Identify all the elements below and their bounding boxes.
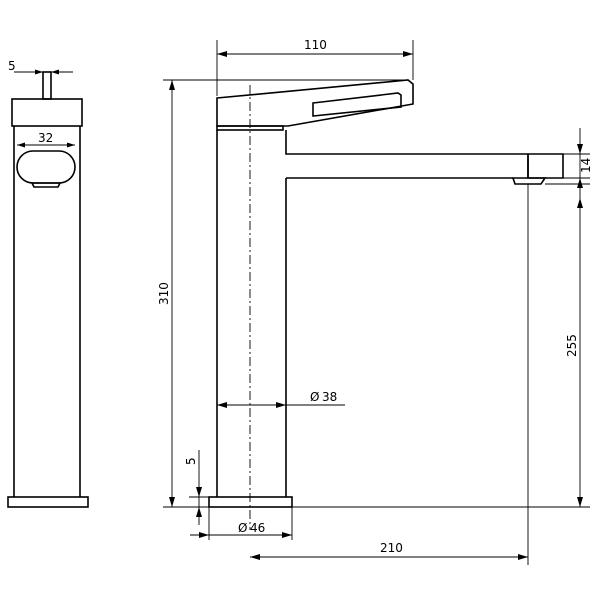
dim-base-diameter-label: 46 — [250, 521, 265, 535]
side-view: 5 32 — [7, 59, 89, 508]
side-lever-head — [11, 98, 83, 127]
dim-body-diameter-label: 38 — [322, 390, 337, 404]
dim-reach-110-label: 110 — [304, 38, 327, 52]
dim-handle-depth-label: 32 — [38, 131, 53, 145]
dim-total-height: 310 — [157, 79, 408, 508]
spout-aerator — [511, 177, 547, 185]
side-handle-lip — [30, 182, 62, 188]
front-body-spout-bottom — [285, 177, 513, 497]
front-view — [208, 79, 564, 530]
dim-reach-110: 110 — [216, 38, 414, 96]
front-base — [208, 496, 293, 508]
dim-base-thickness-label: 5 — [184, 457, 198, 465]
dim-base-diameter-symbol: Ø — [238, 521, 247, 535]
dim-clearance-label: 255 — [565, 334, 579, 357]
dim-projection: 210 — [250, 184, 529, 565]
dim-body-diameter: Ø 38 — [217, 390, 345, 408]
side-base — [7, 496, 89, 508]
dim-handle-depth: 32 — [17, 131, 75, 148]
dim-total-height-label: 310 — [157, 282, 171, 305]
dim-body-diameter-symbol: Ø — [310, 390, 319, 404]
dim-clearance: 255 — [292, 183, 590, 508]
side-body-outline — [13, 126, 81, 497]
dim-base-diameter: Ø 46 — [190, 507, 293, 540]
dim-projection-label: 210 — [380, 541, 403, 555]
spout-tip — [527, 153, 564, 179]
dim-lever-width-label: 5 — [8, 59, 16, 73]
front-lever-slot — [312, 92, 402, 117]
front-body-spout-top — [285, 130, 529, 178]
dim-base-thickness: 5 — [184, 450, 209, 525]
side-lever-stem — [42, 71, 52, 100]
side-handle-oval — [16, 150, 76, 184]
dim-spout-height: 14 — [563, 128, 593, 198]
dim-spout-height-label: 14 — [579, 158, 593, 173]
dim-lever-width: 5 — [8, 59, 73, 75]
